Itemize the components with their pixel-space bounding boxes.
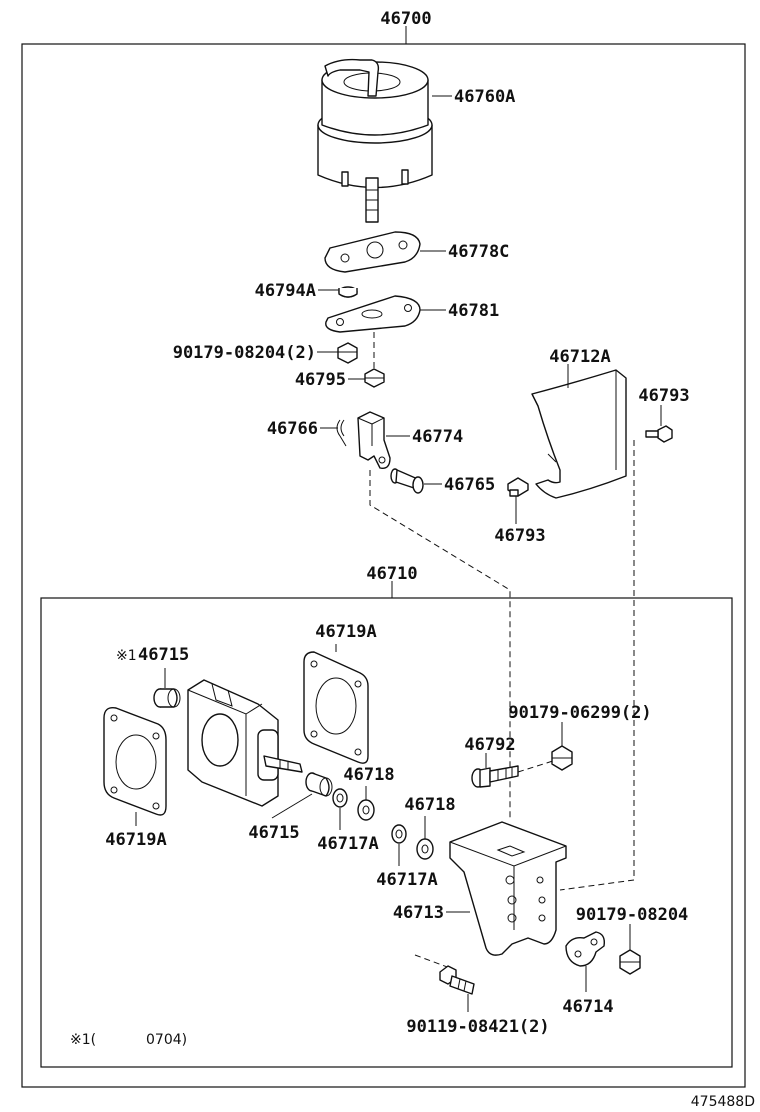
label-46715-ref: 46715 [138,645,189,665]
cover-46712A[interactable] [531,369,627,499]
plate-46781[interactable] [325,295,421,333]
alignment-line-cover-to-bracket [559,440,635,891]
washer-46718-a[interactable] [357,799,375,821]
washer-46717A-a[interactable] [332,788,348,808]
bolt-46793-lower[interactable] [507,477,529,497]
label-46714: 46714 [562,997,613,1017]
label-46719A-left: 46719A [105,830,166,850]
label-46712A: 46712A [549,347,610,367]
label-46717A-b: 46717A [376,870,437,890]
label-46795: 46795 [295,370,346,390]
label-46715: 46715 [248,823,299,843]
alignment-line-lower-bolt [414,954,451,969]
footnote-mark: ※1( [70,1032,96,1048]
nut-46795[interactable] [364,368,385,388]
footnote-text: 0704) [146,1032,187,1048]
bushing-46715[interactable] [305,772,333,797]
gasket-46778C[interactable] [324,231,421,273]
label-46765: 46765 [444,475,495,495]
label-90179-08204-2: 90179-08204(2) [173,343,316,363]
label-46717A-a: 46717A [317,834,378,854]
label-90119-08421-2: 90119-08421(2) [406,1017,549,1037]
label-46718-a: 46718 [343,765,394,785]
washer-46718-b[interactable] [416,838,434,860]
alignment-line-clevis-to-bracket [369,470,511,820]
assembly-number: 46700 [380,9,431,29]
nut-90179-08204[interactable] [619,949,641,975]
bolt-46793-upper[interactable] [645,425,673,443]
label-46774: 46774 [412,427,463,447]
bushing-46715-ref[interactable] [153,688,181,708]
washer-46717A-b[interactable] [391,824,407,844]
plate-46714[interactable] [565,931,606,967]
label-46793-upper: 46793 [638,386,689,406]
nut-90179-08204-2[interactable] [337,342,358,364]
bolt-46792[interactable] [471,765,519,788]
clip-46766[interactable] [336,419,347,447]
label-46719A-upper: 46719A [315,622,376,642]
nut-90179-06299-2[interactable] [551,745,573,771]
bracket-46713[interactable] [449,821,567,956]
pin-46765[interactable] [390,468,424,494]
label-46793-lower: 46793 [494,526,545,546]
gasket-46719A-upper[interactable] [303,651,369,764]
label-46781: 46781 [448,301,499,321]
throttle-body[interactable] [187,679,303,807]
bolt-90119-08421-2[interactable] [439,965,475,995]
figure-id: 475488D [691,1094,755,1110]
sub-assembly-number: 46710 [366,564,417,584]
clevis-46774[interactable] [357,411,391,469]
label-46792: 46792 [464,735,515,755]
label-46760A: 46760A [454,87,515,107]
label-46713: 46713 [393,903,444,923]
gasket-46719A-left[interactable] [103,707,167,816]
spacer-46794A[interactable] [338,286,358,298]
alignment-line-bolt-to-nut [517,759,557,773]
label-90179-06299-2: 90179-06299(2) [508,703,651,723]
label-46778C: 46778C [448,242,509,262]
label-46794A: 46794A [255,281,316,301]
sub-assembly-frame [40,597,733,1068]
label-46718-b: 46718 [404,795,455,815]
label-90179-08204: 90179-08204 [576,905,689,925]
actuator-46760A[interactable] [317,58,433,223]
reference-mark: ※1 [116,648,137,664]
label-46766: 46766 [267,419,318,439]
assembly-frame [21,43,746,1088]
